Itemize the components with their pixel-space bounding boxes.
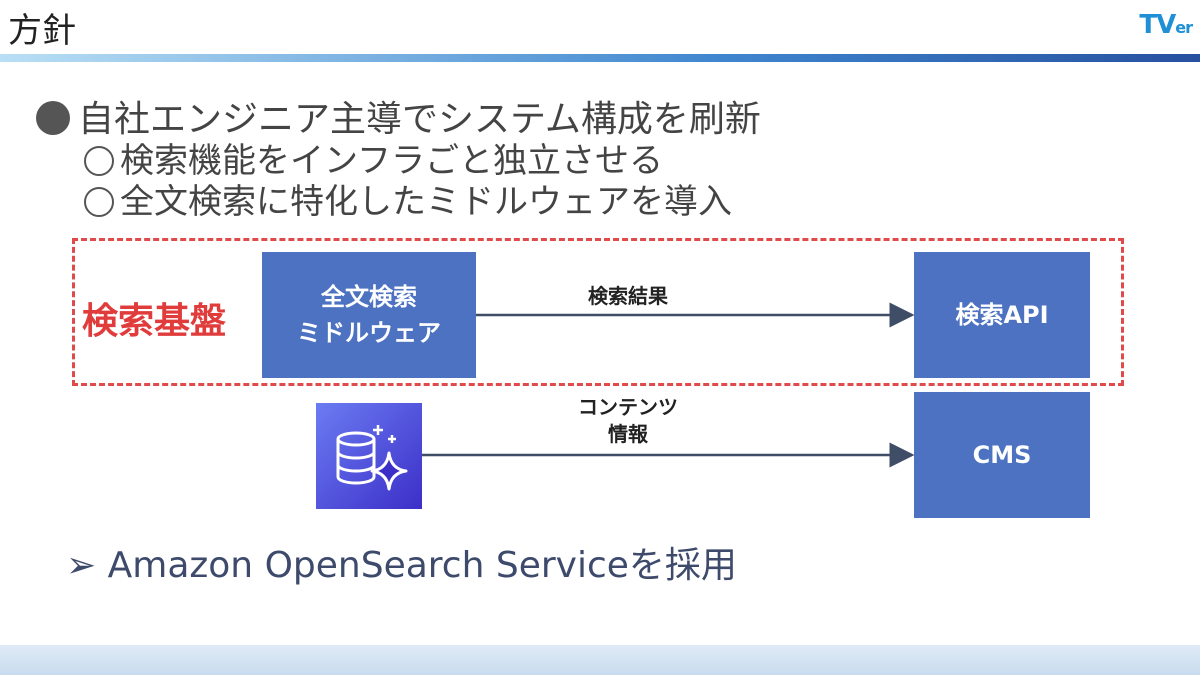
arrow-bullet-icon: ➢ xyxy=(66,545,97,586)
hollow-bullet-icon xyxy=(84,146,114,177)
bullet-sub: 検索機能をインフラごと独立させる xyxy=(36,141,761,182)
tver-logo: TVer xyxy=(1139,10,1193,40)
logo-small: er xyxy=(1175,18,1193,37)
adoption-note: ➢ Amazon OpenSearch Serviceを採用 xyxy=(66,536,737,588)
bullet-sub-text: 全文検索に特化したミドルウェアを導入 xyxy=(120,181,732,222)
logo-main: TV xyxy=(1139,10,1176,40)
bullet-main-text: 自社エンジニア主導でシステム構成を刷新 xyxy=(78,99,761,140)
content-info-line2: 情報 xyxy=(608,422,648,446)
filled-bullet-icon xyxy=(36,101,70,135)
bullet-sub-text: 検索機能をインフラごと独立させる xyxy=(120,141,663,182)
bullet-main: 自社エンジニア主導でシステム構成を刷新 xyxy=(36,98,761,141)
fulltext-middleware-box: 全文検索 ミドルウェア xyxy=(262,252,476,378)
opensearch-icon-graphic xyxy=(336,425,408,491)
middleware-label-line1: 全文検索 xyxy=(321,283,417,311)
bullet-sub: 全文検索に特化したミドルウェアを導入 xyxy=(36,182,761,223)
search-results-label: 検索結果 xyxy=(588,284,668,308)
header-bar xyxy=(0,54,1200,62)
footer-band xyxy=(0,645,1200,675)
adoption-note-text: Amazon OpenSearch Serviceを採用 xyxy=(107,545,737,586)
middleware-label-line2: ミドルウェア xyxy=(297,319,441,347)
search-platform-boundary xyxy=(72,238,1124,386)
search-platform-label: 検索基盤 xyxy=(82,301,227,342)
bullet-list: 自社エンジニア主導でシステム構成を刷新 検索機能をインフラごと独立させる 全文検… xyxy=(36,98,761,223)
hollow-bullet-icon xyxy=(84,186,114,217)
slide-title: 方針 xyxy=(8,11,76,51)
cms-box: CMS xyxy=(914,392,1090,518)
search-api-box: 検索API xyxy=(914,252,1090,378)
content-info-label: コンテンツ 情報 xyxy=(578,394,678,448)
opensearch-service-icon xyxy=(316,403,422,509)
content-info-line1: コンテンツ xyxy=(578,395,678,419)
